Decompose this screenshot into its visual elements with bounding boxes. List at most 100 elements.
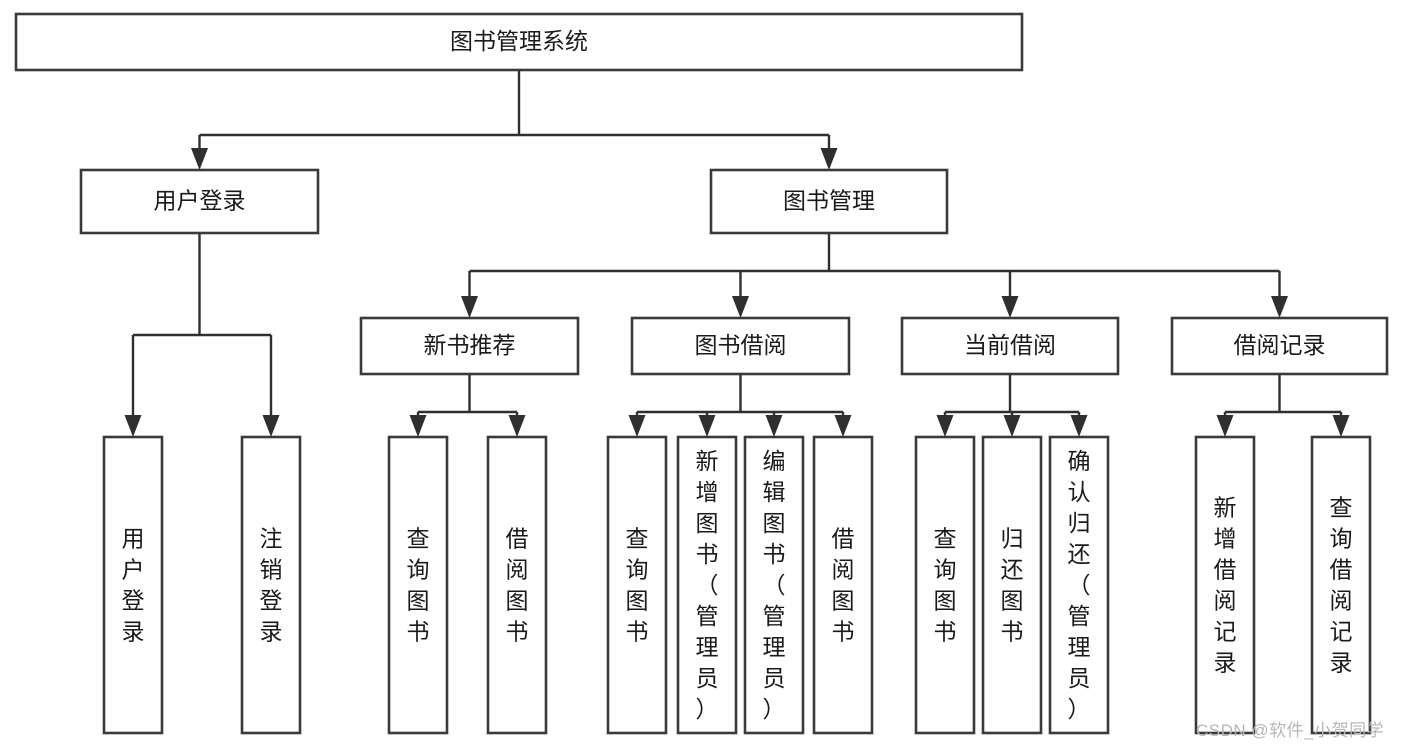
svg-text:图: 图 [832,588,855,614]
svg-text:书: 书 [1001,619,1024,645]
node-box-leaf-borrow-book-1 [486,435,548,735]
svg-text:）: ） [763,696,786,722]
svg-text:员: 员 [1068,665,1091,691]
node-box-leaf-borrow-book-2 [812,435,874,735]
connector-group-borrow-record [1216,374,1350,437]
svg-text:录: 录 [1214,650,1237,676]
svg-text:归: 归 [1068,510,1091,536]
node-box-user-login [79,168,320,235]
svg-text:登: 登 [122,588,145,614]
svg-text:询: 询 [626,557,649,583]
svg-text:查: 查 [934,526,957,552]
svg-text:登: 登 [260,588,283,614]
svg-text:增: 增 [696,479,719,505]
node-label-book-borrow: 图书借阅 [695,332,787,358]
node-label-leaf-user-login: 用户登录 [122,526,145,645]
connector-group-root [191,70,838,170]
node-borrow-record[interactable]: 借阅记录 [1170,316,1389,376]
node-root[interactable]: 图书管理系统 [14,12,1024,72]
node-book-borrow[interactable]: 图书借阅 [630,316,851,376]
node-book-manage[interactable]: 图书管理 [709,168,949,235]
svg-text:图: 图 [1001,588,1024,614]
svg-text:（: （ [1068,572,1091,598]
svg-text:图: 图 [934,588,957,614]
svg-text:阅: 阅 [1214,588,1237,614]
connector-group-new-book-recommend [409,374,526,437]
connector-group-book-manage [461,233,1288,318]
svg-text:录: 录 [122,619,145,645]
svg-text:借: 借 [506,526,529,552]
node-label-user-login: 用户登录 [154,188,246,214]
svg-text:借: 借 [1214,557,1237,583]
node-user-login[interactable]: 用户登录 [79,168,320,235]
svg-text:注: 注 [260,526,283,552]
node-box-leaf-return-book [981,435,1043,735]
svg-text:阅: 阅 [1330,588,1353,614]
svg-text:户: 户 [122,557,145,583]
node-box-borrow-record [1170,316,1389,376]
svg-text:还: 还 [1001,557,1024,583]
node-new-book-recommend[interactable]: 新书推荐 [359,316,580,376]
svg-text:查: 查 [1330,495,1353,521]
node-box-leaf-query-book-3 [914,435,976,735]
node-box-leaf-confirm-return [1048,435,1110,735]
svg-text:新: 新 [1214,495,1237,521]
node-box-leaf-query-book-2 [606,435,668,735]
node-box-leaf-logout [240,435,302,735]
svg-text:图: 图 [763,510,786,536]
node-label-book-manage: 图书管理 [783,188,875,214]
node-box-book-borrow [630,316,851,376]
svg-text:书: 书 [832,619,855,645]
node-box-leaf-query-book-1 [387,435,449,735]
node-label-current-borrow: 当前借阅 [964,332,1056,358]
svg-text:图: 图 [506,588,529,614]
svg-text:录: 录 [260,619,283,645]
svg-text:记: 记 [1214,619,1237,645]
svg-text:还: 还 [1068,541,1091,567]
connector-group-book-borrow [628,374,852,437]
node-box-book-manage [709,168,949,235]
svg-text:销: 销 [260,557,283,583]
connector-layer [124,70,1350,437]
svg-text:）: ） [1068,696,1091,722]
svg-text:用: 用 [122,526,145,552]
node-box-leaf-edit-book [743,435,805,735]
node-leaf-user-login[interactable]: 用户登录 [102,435,164,735]
node-box-leaf-query-record [1310,435,1372,735]
node-current-borrow[interactable]: 当前借阅 [900,316,1120,376]
node-layer: 图书管理系统用户登录图书管理新书推荐图书借阅当前借阅借阅记录用户登录注销登录查询… [14,12,1389,735]
svg-text:编: 编 [763,448,786,474]
svg-text:（: （ [763,572,786,598]
node-box-leaf-user-login [102,435,164,735]
svg-text:辑: 辑 [763,479,786,505]
svg-text:认: 认 [1068,479,1091,505]
svg-text:员: 员 [763,665,786,691]
svg-text:查: 查 [407,526,430,552]
svg-text:询: 询 [934,557,957,583]
svg-text:书: 书 [696,541,719,567]
node-box-new-book-recommend [359,316,580,376]
svg-text:阅: 阅 [506,557,529,583]
